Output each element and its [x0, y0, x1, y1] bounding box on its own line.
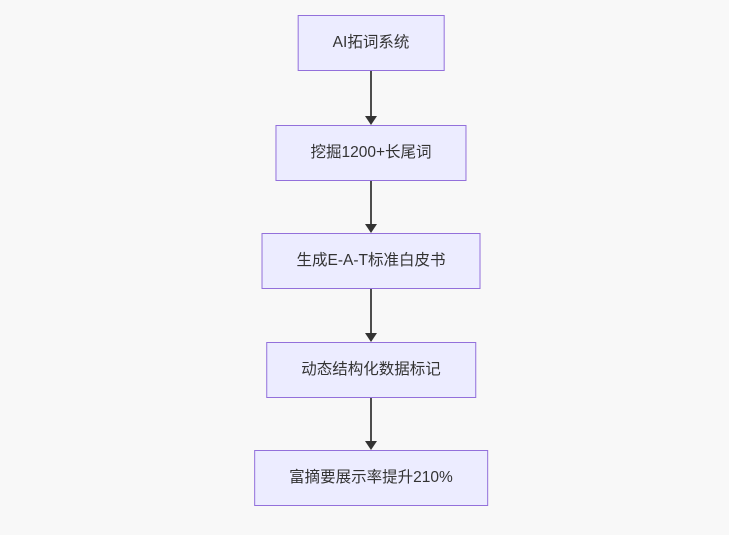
flow-node-label: 富摘要展示率提升210%: [289, 469, 453, 486]
arrow-line: [370, 398, 372, 444]
arrow-line: [370, 181, 372, 227]
edge-arrow-1: [364, 71, 378, 125]
flow-node-longtail-mining: 挖掘1200+长尾词: [275, 125, 467, 181]
flow-node-label: 挖掘1200+长尾词: [310, 144, 432, 161]
arrowhead-down-icon: [365, 116, 377, 125]
arrow-line: [370, 289, 372, 336]
edge-arrow-3: [364, 289, 378, 342]
flow-node-structured-data-markup: 动态结构化数据标记: [266, 342, 476, 398]
edge-arrow-4: [364, 398, 378, 450]
flow-node-rich-snippet-result: 富摘要展示率提升210%: [254, 450, 488, 506]
arrow-line: [370, 71, 372, 119]
flow-node-label: 生成E-A-T标准白皮书: [296, 252, 446, 269]
flow-node-eat-whitepaper: 生成E-A-T标准白皮书: [261, 233, 481, 289]
edge-arrow-2: [364, 181, 378, 233]
flow-node-label: AI拓词系统: [332, 34, 410, 51]
flow-node-label: 动态结构化数据标记: [301, 361, 441, 378]
arrowhead-down-icon: [365, 224, 377, 233]
arrowhead-down-icon: [365, 333, 377, 342]
flow-node-ai-keyword-system: AI拓词系统: [297, 15, 445, 71]
arrowhead-down-icon: [365, 441, 377, 450]
